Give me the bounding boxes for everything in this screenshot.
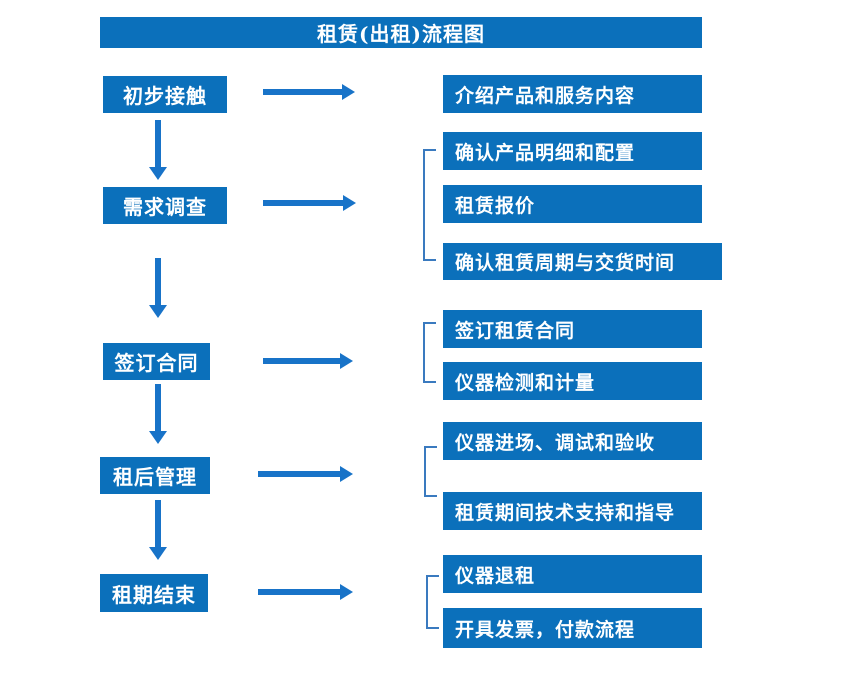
detail-rental-quotation: 租赁报价: [443, 185, 702, 223]
detail-invoice-payment-process: 开具发票，付款流程: [443, 608, 702, 648]
detail-confirm-rental-period-delivery: 确认租赁周期与交货时间: [443, 243, 722, 280]
page-title: 租赁(出租)流程图: [317, 22, 485, 46]
detail-introduce-products-services: 介绍产品和服务内容: [443, 75, 702, 113]
detail-technical-support-guidance: 租赁期间技术支持和指导: [443, 492, 702, 530]
detail-instrument-return: 仪器退租: [443, 555, 702, 593]
title-bar: 租赁(出租)流程图: [100, 17, 702, 48]
step-post-rental-management: 租后管理: [100, 457, 210, 494]
arrow-right-1-icon: [263, 84, 355, 100]
bracket-group-post-rental: [424, 446, 437, 497]
arrow-down-1-icon: [149, 120, 167, 180]
detail-instrument-entry-debug-acceptance: 仪器进场、调试和验收: [443, 422, 702, 460]
arrow-right-2-icon: [263, 195, 356, 211]
detail-confirm-product-details-config: 确认产品明细和配置: [443, 132, 702, 170]
step-demand-survey: 需求调查: [103, 187, 227, 224]
arrow-down-3-icon: [149, 384, 167, 444]
arrow-down-2-icon: [149, 258, 167, 318]
arrow-right-3-icon: [263, 353, 353, 369]
detail-sign-rental-contract: 签订租赁合同: [443, 310, 702, 348]
bracket-group-demand-survey: [423, 149, 436, 261]
step-rental-end: 租期结束: [100, 574, 208, 612]
arrow-down-4-icon: [149, 500, 167, 560]
step-initial-contact: 初步接触: [103, 76, 227, 113]
arrow-right-5-icon: [258, 584, 353, 600]
detail-instrument-testing-metering: 仪器检测和计量: [443, 362, 702, 400]
arrow-right-4-icon: [258, 466, 353, 482]
bracket-group-sign-contract: [423, 322, 436, 383]
step-sign-contract: 签订合同: [103, 343, 210, 380]
bracket-group-rental-end: [426, 575, 439, 629]
